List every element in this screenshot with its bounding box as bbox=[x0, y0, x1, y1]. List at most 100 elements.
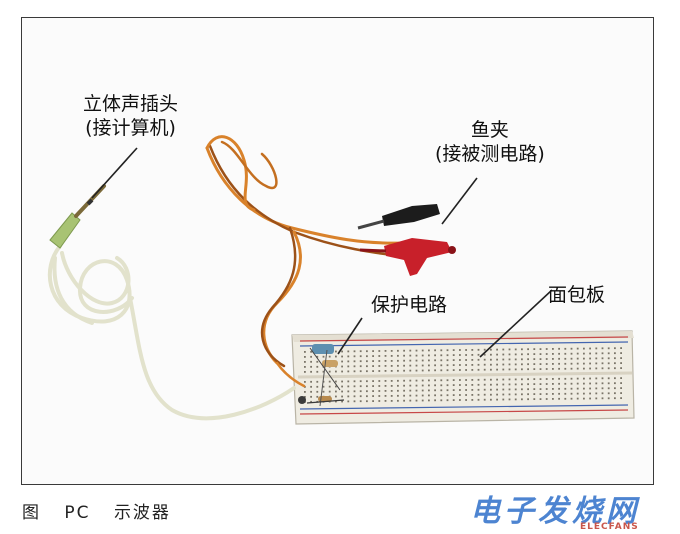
breadboard-hole bbox=[552, 348, 554, 350]
breadboard-hole bbox=[539, 393, 542, 395]
breadboard-hole bbox=[359, 365, 362, 368]
breadboard-hole bbox=[390, 370, 393, 372]
breadboard-hole bbox=[558, 352, 560, 355]
breadboard-hole bbox=[576, 382, 579, 385]
breadboard-hole bbox=[564, 382, 567, 385]
breadboard-hole bbox=[533, 358, 536, 360]
breadboard-hole bbox=[421, 389, 424, 392]
breadboard-hole bbox=[552, 353, 554, 355]
breadboard-hole bbox=[508, 393, 511, 396]
breadboard-hole bbox=[465, 354, 467, 356]
breadboard-hole bbox=[607, 382, 610, 385]
breadboard-hole bbox=[521, 348, 523, 351]
breadboard-hole bbox=[366, 355, 368, 358]
breadboard-hole bbox=[359, 385, 362, 388]
breadboard-hole bbox=[446, 384, 449, 387]
breadboard-hole bbox=[359, 370, 362, 373]
breadboard-hole bbox=[459, 379, 461, 381]
breadboard-hole bbox=[614, 392, 616, 395]
breadboard-hole bbox=[607, 387, 610, 390]
breadboard-hole bbox=[397, 359, 399, 362]
breadboard-hole bbox=[496, 353, 498, 356]
stereo-plug bbox=[49, 184, 106, 249]
breadboard-hole bbox=[521, 368, 523, 371]
breadboard-hole bbox=[347, 350, 350, 353]
breadboard-hole bbox=[409, 349, 412, 352]
breadboard-hole bbox=[341, 355, 343, 358]
breadboard-hole bbox=[483, 383, 486, 386]
breadboard-hole bbox=[620, 362, 622, 364]
breadboard-hole bbox=[390, 350, 393, 352]
breadboard-hole bbox=[415, 379, 418, 382]
breadboard-hole bbox=[440, 349, 443, 352]
breadboard-hole bbox=[601, 352, 604, 355]
breadboard-hole bbox=[558, 367, 560, 370]
breadboard-hole bbox=[403, 389, 405, 392]
breadboard-hole bbox=[372, 365, 374, 367]
breadboard-hole bbox=[341, 395, 343, 398]
breadboard-hole bbox=[428, 364, 430, 367]
breadboard-hole bbox=[465, 369, 467, 371]
breadboard-hole bbox=[446, 394, 449, 397]
breadboard-hole bbox=[459, 359, 461, 361]
annotation-pointers bbox=[91, 147, 553, 358]
breadboard-hole bbox=[527, 388, 529, 391]
breadboard-hole bbox=[415, 389, 418, 392]
breadboard-hole bbox=[341, 380, 343, 383]
breadboard-hole bbox=[409, 394, 412, 397]
breadboard-hole bbox=[490, 393, 492, 396]
breadboard-hole bbox=[459, 389, 461, 391]
breadboard-hole bbox=[452, 384, 455, 386]
breadboard-hole bbox=[533, 378, 536, 380]
breadboard-hole bbox=[552, 358, 554, 360]
breadboard-hole bbox=[409, 399, 412, 402]
breadboard-hole bbox=[508, 368, 511, 371]
breadboard-hole bbox=[465, 359, 467, 361]
breadboard-hole bbox=[353, 365, 356, 368]
breadboard-hole bbox=[409, 379, 412, 382]
breadboard-hole bbox=[545, 368, 548, 370]
breadboard-hole bbox=[304, 361, 306, 363]
breadboard-hole bbox=[533, 353, 536, 355]
breadboard-hole bbox=[521, 388, 523, 391]
breadboard-hole bbox=[483, 368, 486, 371]
breadboard-hole bbox=[620, 392, 622, 394]
breadboard-hole bbox=[471, 354, 474, 356]
breadboard-hole bbox=[446, 349, 449, 352]
breadboard-hole bbox=[384, 390, 387, 392]
label-alligator-clip: 鱼夹 (接被测电路) bbox=[435, 118, 545, 166]
breadboard-hole bbox=[434, 379, 436, 382]
caption-prefix: 图 bbox=[22, 503, 41, 523]
breadboard-hole bbox=[347, 400, 350, 403]
breadboard-hole bbox=[440, 389, 443, 392]
breadboard-hole bbox=[347, 355, 350, 358]
breadboard-hole bbox=[440, 394, 443, 397]
breadboard-hole bbox=[378, 390, 381, 392]
breadboard-hole bbox=[372, 395, 374, 397]
breadboard-hole bbox=[570, 397, 573, 400]
breadboard-hole bbox=[403, 394, 405, 397]
breadboard-hole bbox=[508, 398, 511, 401]
breadboard-hole bbox=[421, 354, 424, 357]
breadboard-hole bbox=[465, 394, 467, 396]
breadboard-hole bbox=[353, 395, 356, 398]
breadboard-hole bbox=[614, 387, 616, 390]
breadboard-hole bbox=[570, 352, 573, 355]
breadboard-hole bbox=[316, 385, 319, 388]
breadboard-hole bbox=[496, 358, 498, 361]
figure-frame: 立体声插头 (接计算机) 鱼夹 (接被测电路) 保护电路 面包板 bbox=[21, 17, 654, 485]
breadboard-hole bbox=[539, 398, 542, 400]
breadboard-hole bbox=[583, 352, 585, 355]
breadboard-hole bbox=[496, 393, 498, 396]
breadboard-hole bbox=[583, 387, 585, 390]
breadboard-illustration bbox=[291, 330, 635, 425]
breadboard-hole bbox=[359, 390, 362, 393]
breadboard-hole bbox=[446, 389, 449, 392]
breadboard-hole bbox=[452, 369, 455, 371]
breadboard-hole bbox=[316, 395, 319, 398]
breadboard-hole bbox=[564, 367, 567, 370]
breadboard-hole bbox=[490, 388, 492, 391]
breadboard-hole bbox=[415, 354, 418, 357]
breadboard-hole bbox=[570, 392, 573, 395]
breadboard-hole bbox=[570, 347, 573, 350]
